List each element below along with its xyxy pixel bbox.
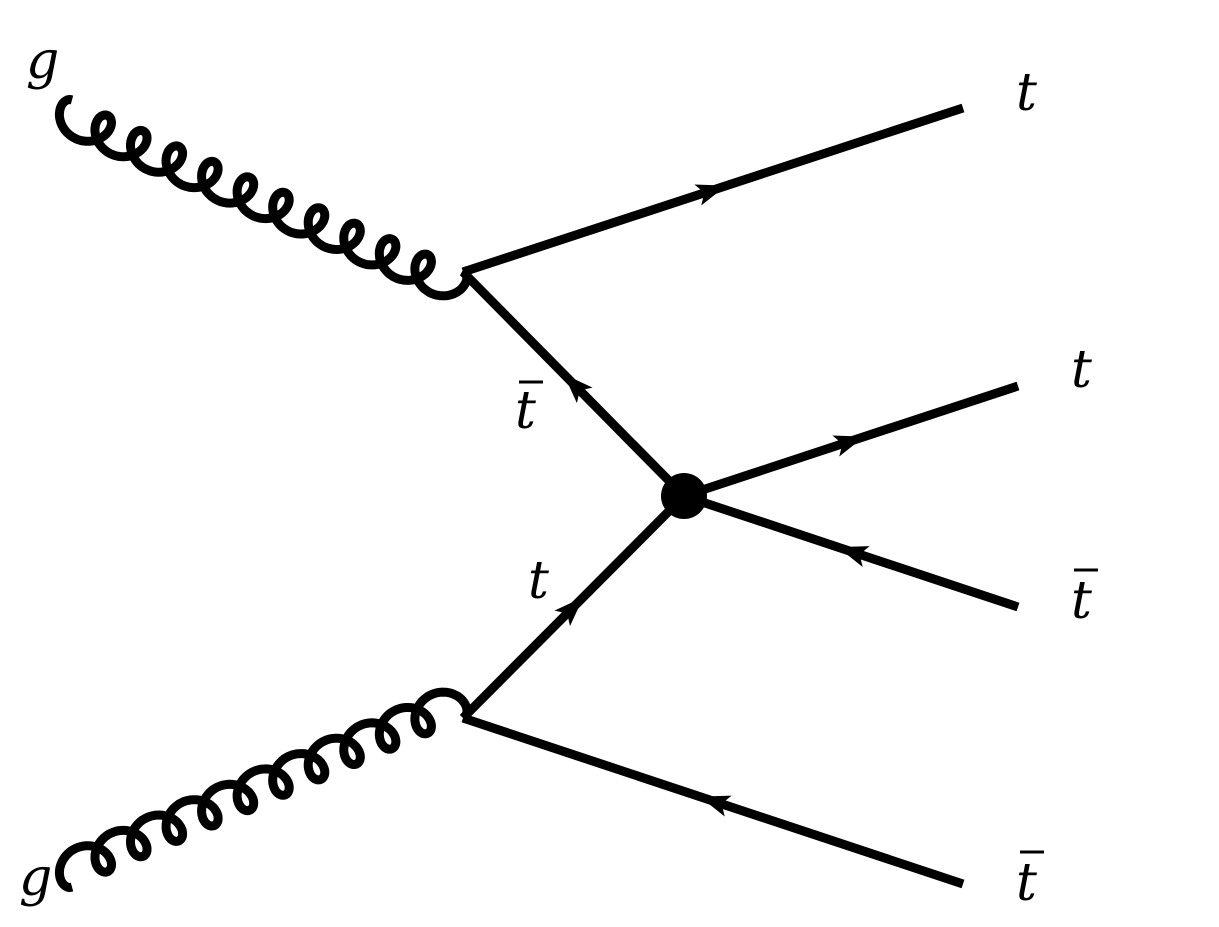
outgoing-antitop-bottom-text: t [1016, 853, 1037, 913]
outgoing-antitop-middle-label: t [1071, 568, 1098, 631]
fermion-arrowhead [694, 184, 727, 206]
top-propagator-label: t [528, 551, 549, 611]
fermion-arrowhead [699, 795, 732, 817]
gluon-top-label: g [26, 31, 59, 91]
antitop-propagator-text: t [515, 381, 536, 441]
fermion-arrowhead [563, 374, 593, 404]
outgoing-top-upper-label: t [1016, 63, 1037, 123]
fermion-arrows [554, 184, 870, 817]
fermion-arrowhead [832, 435, 865, 457]
fermion-arrowhead [554, 597, 584, 627]
fermion-arrowhead [837, 546, 870, 567]
gluon-bottom-label: g [19, 848, 52, 908]
outgoing-top-middle-label: t [1071, 340, 1092, 400]
outgoing-antitop-middle-text: t [1071, 571, 1092, 631]
four-top-vertex-blob [661, 473, 707, 519]
gluon-line-bottom [54, 687, 472, 892]
gluon-line-top [54, 95, 472, 301]
antitop-propagator-label: t [515, 380, 543, 441]
outgoing-antitop-bottom-label: t [1016, 850, 1044, 913]
